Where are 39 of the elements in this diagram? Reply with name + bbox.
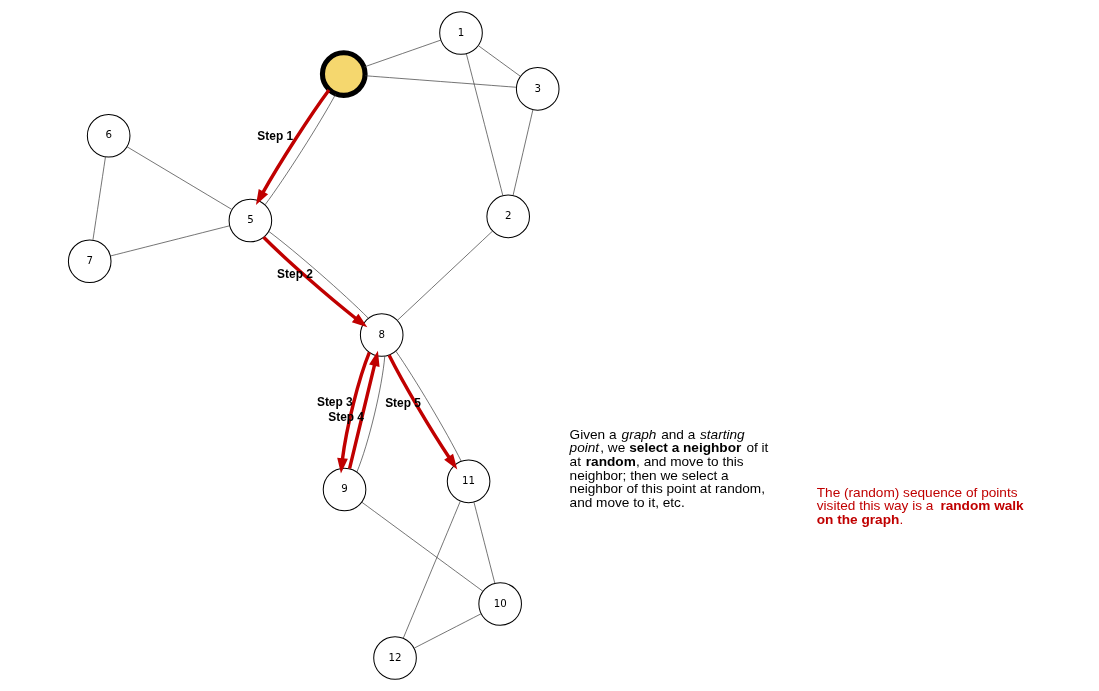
- arrow: [261, 236, 367, 328]
- node-circle: 7: [67, 239, 112, 284]
- node-circle: 9: [322, 467, 366, 512]
- node-circle: [319, 50, 368, 98]
- connector: [396, 230, 493, 321]
- node-circle: 2: [485, 194, 530, 239]
- edge-label: Step 3: [316, 394, 353, 409]
- connector: [512, 109, 533, 196]
- connector: [477, 45, 521, 77]
- arrow: [347, 350, 380, 470]
- connector: [267, 231, 369, 319]
- connector: [465, 53, 503, 196]
- label: Given a graph and a starting point, we select a neighbor of it at random, and move to this neighbor; then we select a neighbor of this point at random, and move to it, etc.: [569, 426, 768, 510]
- connector: [109, 225, 230, 257]
- edge-label: Step 2: [276, 266, 313, 281]
- node-circle: 11: [446, 459, 490, 504]
- node-circle: 3: [515, 67, 560, 111]
- connector: [413, 613, 481, 649]
- connector: [92, 156, 106, 241]
- connector: [360, 501, 483, 592]
- arrow: [387, 354, 457, 470]
- node-circle: 5: [228, 198, 272, 243]
- connector: [364, 75, 517, 88]
- node-circle: 10: [477, 582, 522, 626]
- label: The (random) sequence of points visited this way is a random walk on the graph.: [816, 484, 1024, 527]
- connector: [402, 500, 461, 639]
- node-circle: 12: [372, 636, 417, 680]
- node-circle: 8: [359, 313, 403, 357]
- connector: [264, 93, 336, 206]
- node-circle: 6: [86, 113, 130, 158]
- edge-label: Step 1: [256, 128, 293, 143]
- arrow: [336, 351, 371, 474]
- arrow: [255, 88, 330, 206]
- connector: [363, 39, 441, 68]
- connector: [126, 146, 232, 210]
- connector: [356, 355, 385, 473]
- node-circle: 1: [438, 11, 483, 55]
- connector: [473, 501, 495, 584]
- connector: [395, 350, 461, 462]
